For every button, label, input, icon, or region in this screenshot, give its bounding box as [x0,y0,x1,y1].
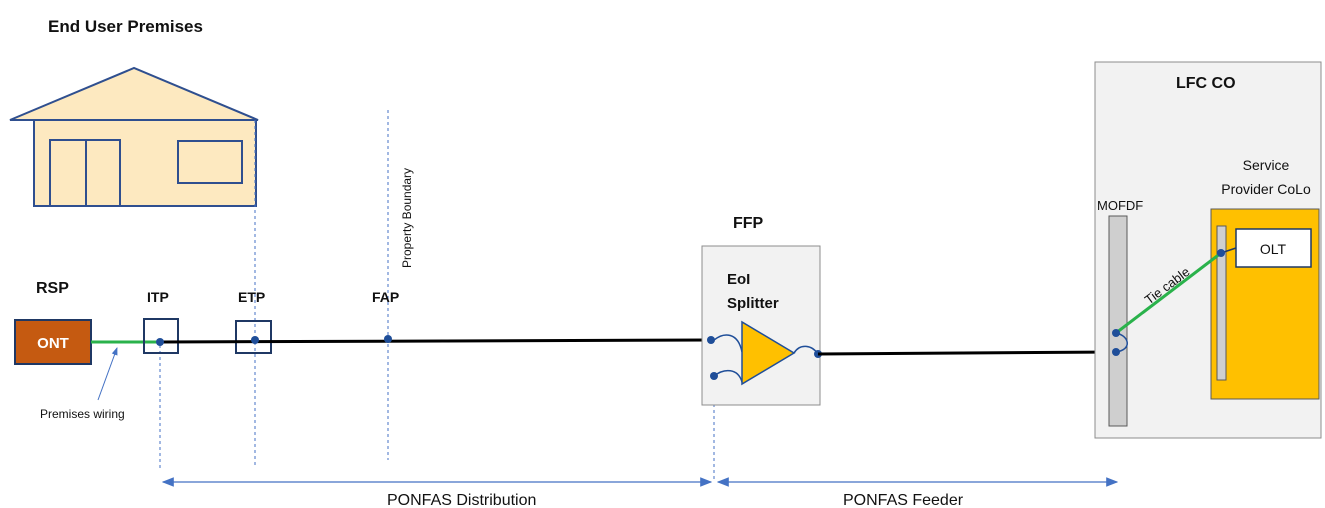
house-icon [9,66,259,207]
ffp-cabinet [701,245,821,406]
tie-cable [1115,251,1222,335]
property-boundary-label: Property Boundary [400,168,414,268]
service-provider-line2: Provider CoLo [1221,181,1311,197]
etp-node [251,336,259,344]
splitter-triangle-icon [741,320,796,386]
premises-wiring-label: Premises wiring [40,407,125,421]
itp-node [156,338,164,346]
feeder-fiber [817,350,1117,356]
mofdf-feeder-node [1112,348,1120,356]
etp-label: ETP [238,289,265,305]
eol-splitter-line1: EoI [727,271,750,288]
page-title: End User Premises [48,17,203,36]
splitter-spare-node [710,372,718,380]
mofdf-tie-node [1112,329,1120,337]
fap-node [384,335,392,343]
colo-patch-panel [1216,225,1227,381]
premises-wiring-pointer [97,347,118,401]
ont-label: ONT [37,335,69,352]
splitter-input-node [707,336,715,344]
eol-splitter-line2: Splitter [727,295,779,312]
olt-port-node [1217,249,1225,257]
etp-box [235,320,272,354]
ponfas-distribution-label: PONFAS Distribution [387,492,536,508]
itp-label: ITP [147,289,169,305]
mofdf-label: MOFDF [1097,198,1143,213]
ffp-label: FFP [733,215,764,232]
rsp-label: RSP [36,280,69,297]
ponfas-feeder-label: PONFAS Feeder [843,492,964,508]
mofdf-frame [1108,215,1128,427]
service-provider-line1: Service [1243,157,1290,173]
fap-label: FAP [372,289,399,305]
itp-box [143,318,179,354]
olt-box [1235,228,1312,268]
distribution-fiber [159,338,711,344]
lfc-co-label: LFC CO [1176,75,1236,92]
ont-box [14,319,92,365]
house-window [177,140,243,184]
olt-label: OLT [1260,241,1287,257]
